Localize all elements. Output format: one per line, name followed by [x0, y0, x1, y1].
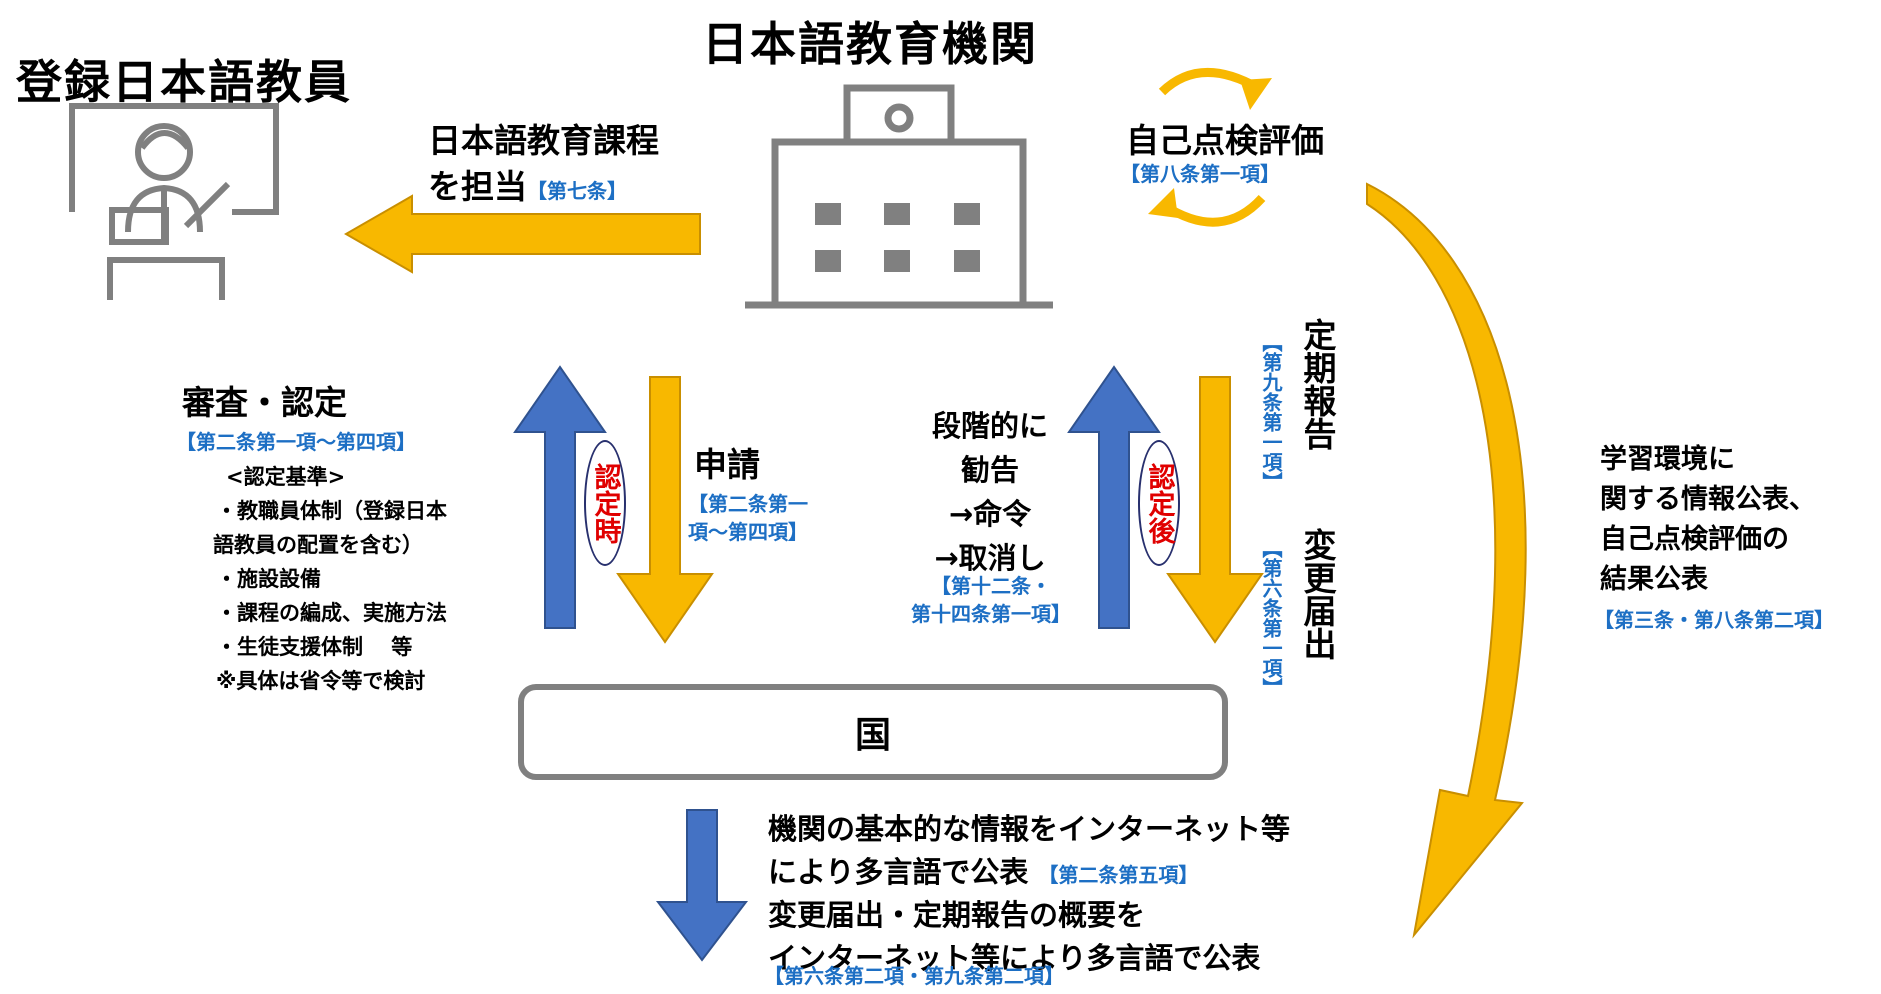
- apply-ref: 【第二条第一 項～第四項】: [688, 492, 808, 544]
- review-title: 審査・認定: [182, 383, 347, 422]
- apply-down-arrow: [616, 376, 714, 644]
- apply-label: 申請: [694, 445, 760, 484]
- periodic-report-label: 定期報告: [1298, 318, 1337, 450]
- criteria-item: 語教員の配置を含む）: [213, 533, 423, 557]
- self-eval-ref: 【第八条第一項】: [1120, 162, 1280, 186]
- sanction-text: 段階的に 勧告 →命令 →取消し: [931, 409, 1048, 575]
- change-notice-label: 変更届出: [1298, 528, 1337, 660]
- publication-ref-b: 【第六条第二項・第九条第二項】: [764, 964, 1064, 988]
- after-certify-oval: 認定後: [1138, 440, 1180, 566]
- assign-course-ref: 【第七条】: [527, 179, 627, 203]
- teacher-title: 登録日本語教員: [16, 55, 352, 109]
- learning-env-ref: 【第三条・第八条第二項】: [1594, 608, 1834, 632]
- publication-ref-a: 【第二条第五項】: [1038, 863, 1199, 887]
- criteria-item: ・施設設備: [216, 567, 321, 591]
- school-windows: [815, 203, 980, 272]
- assign-course-label: 日本語教育課程 を担当【第七条】: [428, 121, 659, 206]
- change-notice-ref: 【第六条第一項】: [1259, 538, 1283, 698]
- review-ref: 【第二条第一項～第四項】: [176, 430, 416, 454]
- institution-title: 日本語教育機関: [702, 17, 1038, 71]
- sanction-up-arrow: [1067, 365, 1161, 629]
- assign-arrow: [343, 194, 701, 274]
- criteria-item: ・生徒支援体制 等: [216, 635, 413, 659]
- certification-criteria: <認定基準> ・教職員体制（登録日本 語教員の配置を含む） ・施設設備 ・課程の…: [213, 460, 447, 698]
- learning-env-text: 学習環境に 関する情報公表、 自己点検評価の 結果公表: [1600, 444, 1816, 595]
- publication-curve-arrow: [1366, 182, 1527, 939]
- criteria-heading: <認定基準>: [226, 465, 346, 489]
- teacher-icon: [69, 103, 279, 300]
- certify-up-arrow: [513, 365, 607, 629]
- certify-time-oval: 認定時: [584, 440, 626, 566]
- sanction-ref: 【第十二条・ 第十四条第一項】: [911, 574, 1071, 626]
- school-building-icon: [745, 84, 1053, 309]
- self-eval-label: 自己点検評価: [1126, 121, 1324, 160]
- publish-down-arrow: [655, 809, 749, 962]
- periodic-report-ref: 【第九条第一項】: [1259, 332, 1283, 492]
- report-down-arrow: [1166, 376, 1264, 644]
- criteria-item: ・教職員体制（登録日本: [216, 499, 447, 523]
- criteria-item: ・課程の編成、実施方法: [216, 601, 447, 625]
- criteria-note: ※具体は省令等で検討: [216, 669, 426, 693]
- publication-text: 機関の基本的な情報をインターネット等 により多言語で公表【第二条第五項】 変更届…: [768, 812, 1291, 975]
- country-box: 国: [518, 684, 1228, 780]
